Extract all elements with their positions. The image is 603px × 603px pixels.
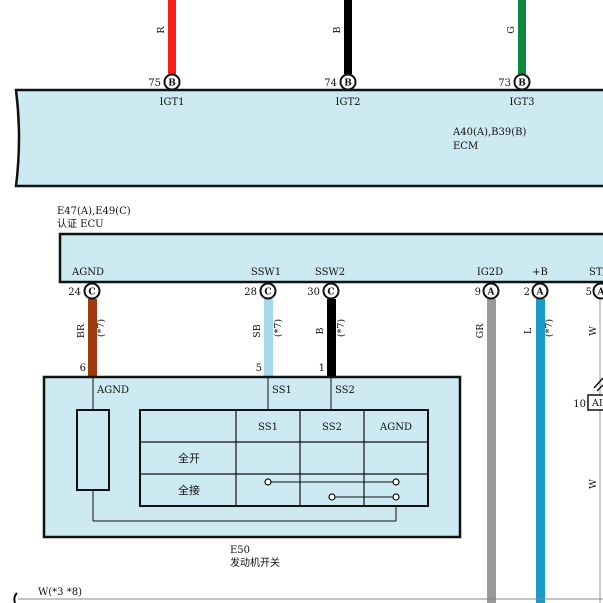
wire-color-label: B xyxy=(315,327,326,334)
ecu-pin: C 30 xyxy=(307,282,340,300)
wire-note: (*7) xyxy=(336,319,347,337)
wire-ssw1 xyxy=(264,299,273,377)
switch-pin-num: 5 xyxy=(256,363,262,374)
svg-text:73: 73 xyxy=(498,78,511,89)
table-row-label: 全开 xyxy=(178,451,200,465)
ecm-box xyxy=(14,88,603,188)
continuity-marker xyxy=(328,493,400,501)
ecu-pin-name: SSW2 xyxy=(315,267,345,278)
svg-text:28: 28 xyxy=(244,287,257,298)
svg-text:2: 2 xyxy=(524,287,530,298)
wire-plus-b xyxy=(536,299,545,603)
switch-pin-name: SS1 xyxy=(272,385,292,396)
switch-pin-num: 1 xyxy=(319,363,325,374)
bottom-wire-end xyxy=(13,592,18,603)
svg-text:B: B xyxy=(168,79,176,89)
partial-connector-mark xyxy=(593,377,603,389)
svg-text:B: B xyxy=(518,79,526,89)
wire-color-label: BR xyxy=(76,323,87,338)
wire-ssw2 xyxy=(327,299,336,377)
partial-connector-label: AI xyxy=(591,398,603,409)
switch-connector-label: E50 xyxy=(230,545,250,556)
ecu-pin: A 2 xyxy=(524,282,549,300)
svg-text:IGT3: IGT3 xyxy=(510,97,535,108)
ecm-pin: B 75 IGT1 xyxy=(148,73,185,108)
switch-pin-name: AGND xyxy=(96,385,129,396)
wire-color-label: B xyxy=(332,26,343,33)
svg-text:IGT2: IGT2 xyxy=(336,97,361,108)
table-header: SS1 xyxy=(258,422,278,433)
wire-color-label: L xyxy=(523,327,534,334)
ecm-name: ECM xyxy=(453,141,478,152)
auth-ecu-connector-label: E47(A),E49(C) xyxy=(57,206,131,217)
svg-text:C: C xyxy=(88,288,95,298)
wire-igt2 xyxy=(344,0,352,74)
svg-text:30: 30 xyxy=(307,287,320,298)
switch-element xyxy=(76,409,110,491)
ecm-connector-label: A40(A),B39(B) xyxy=(452,127,526,138)
ecu-pin-name: SSW1 xyxy=(251,267,281,278)
wire-note: (*7) xyxy=(544,319,555,337)
wire-igt3 xyxy=(518,0,526,74)
ecu-pin-name: ST/ xyxy=(589,267,603,278)
table-header: SS2 xyxy=(322,422,342,433)
wire-agnd xyxy=(88,299,97,377)
table-row-label: 全接 xyxy=(178,483,200,497)
ecu-pin-name: AGND xyxy=(71,267,104,278)
svg-text:9: 9 xyxy=(475,287,481,298)
ecu-pin: C 24 xyxy=(68,282,101,300)
switch-table xyxy=(139,409,429,507)
svg-text:A: A xyxy=(536,288,545,298)
ecu-pin-name: +B xyxy=(532,267,548,278)
wire-color-label: W xyxy=(588,326,599,336)
partial-connector-mark xyxy=(596,384,603,392)
switch-pin-num: 6 xyxy=(80,363,86,374)
ecm-pin: B 74 IGT2 xyxy=(324,73,361,108)
svg-text:74: 74 xyxy=(324,78,337,89)
ecu-pin: A 9 xyxy=(475,282,500,300)
wire-color-label: G xyxy=(506,26,517,34)
bottom-wire-label: W(*3 *8) xyxy=(38,587,82,598)
switch-name: 发动机开关 xyxy=(230,556,280,569)
auth-ecu-box xyxy=(58,232,603,284)
wire-color-label: GR xyxy=(475,323,486,339)
wire-color-label: R xyxy=(156,26,167,34)
svg-text:B: B xyxy=(344,79,352,89)
svg-text:24: 24 xyxy=(68,287,81,298)
svg-text:75: 75 xyxy=(148,78,161,89)
svg-text:IGT1: IGT1 xyxy=(160,97,185,108)
svg-text:A: A xyxy=(487,288,496,298)
auth-ecu-name: 认证 ECU xyxy=(57,217,104,230)
switch-pin-name: SS2 xyxy=(335,385,355,396)
partial-connector-num: 10 xyxy=(573,399,586,410)
wire-color-label: W xyxy=(588,479,599,489)
svg-text:5: 5 xyxy=(586,287,592,298)
wire-ig2d xyxy=(487,299,496,603)
wire-color-label: SB xyxy=(252,324,263,338)
wire-note: (*7) xyxy=(96,319,107,337)
table-header: AGND xyxy=(379,422,412,433)
wire-note: (*7) xyxy=(273,319,284,337)
ecu-pin-name: IG2D xyxy=(477,267,503,278)
partial-connector-box xyxy=(587,394,603,411)
svg-text:C: C xyxy=(264,288,271,298)
svg-text:A: A xyxy=(597,288,603,298)
svg-text:C: C xyxy=(327,288,334,298)
continuity-marker xyxy=(264,478,400,486)
ecm-pin: B 73 IGT3 xyxy=(498,73,535,108)
wire-igt1 xyxy=(168,0,176,74)
ecu-pin: C 28 xyxy=(244,282,277,300)
ecu-pin: A 5 xyxy=(586,282,603,300)
